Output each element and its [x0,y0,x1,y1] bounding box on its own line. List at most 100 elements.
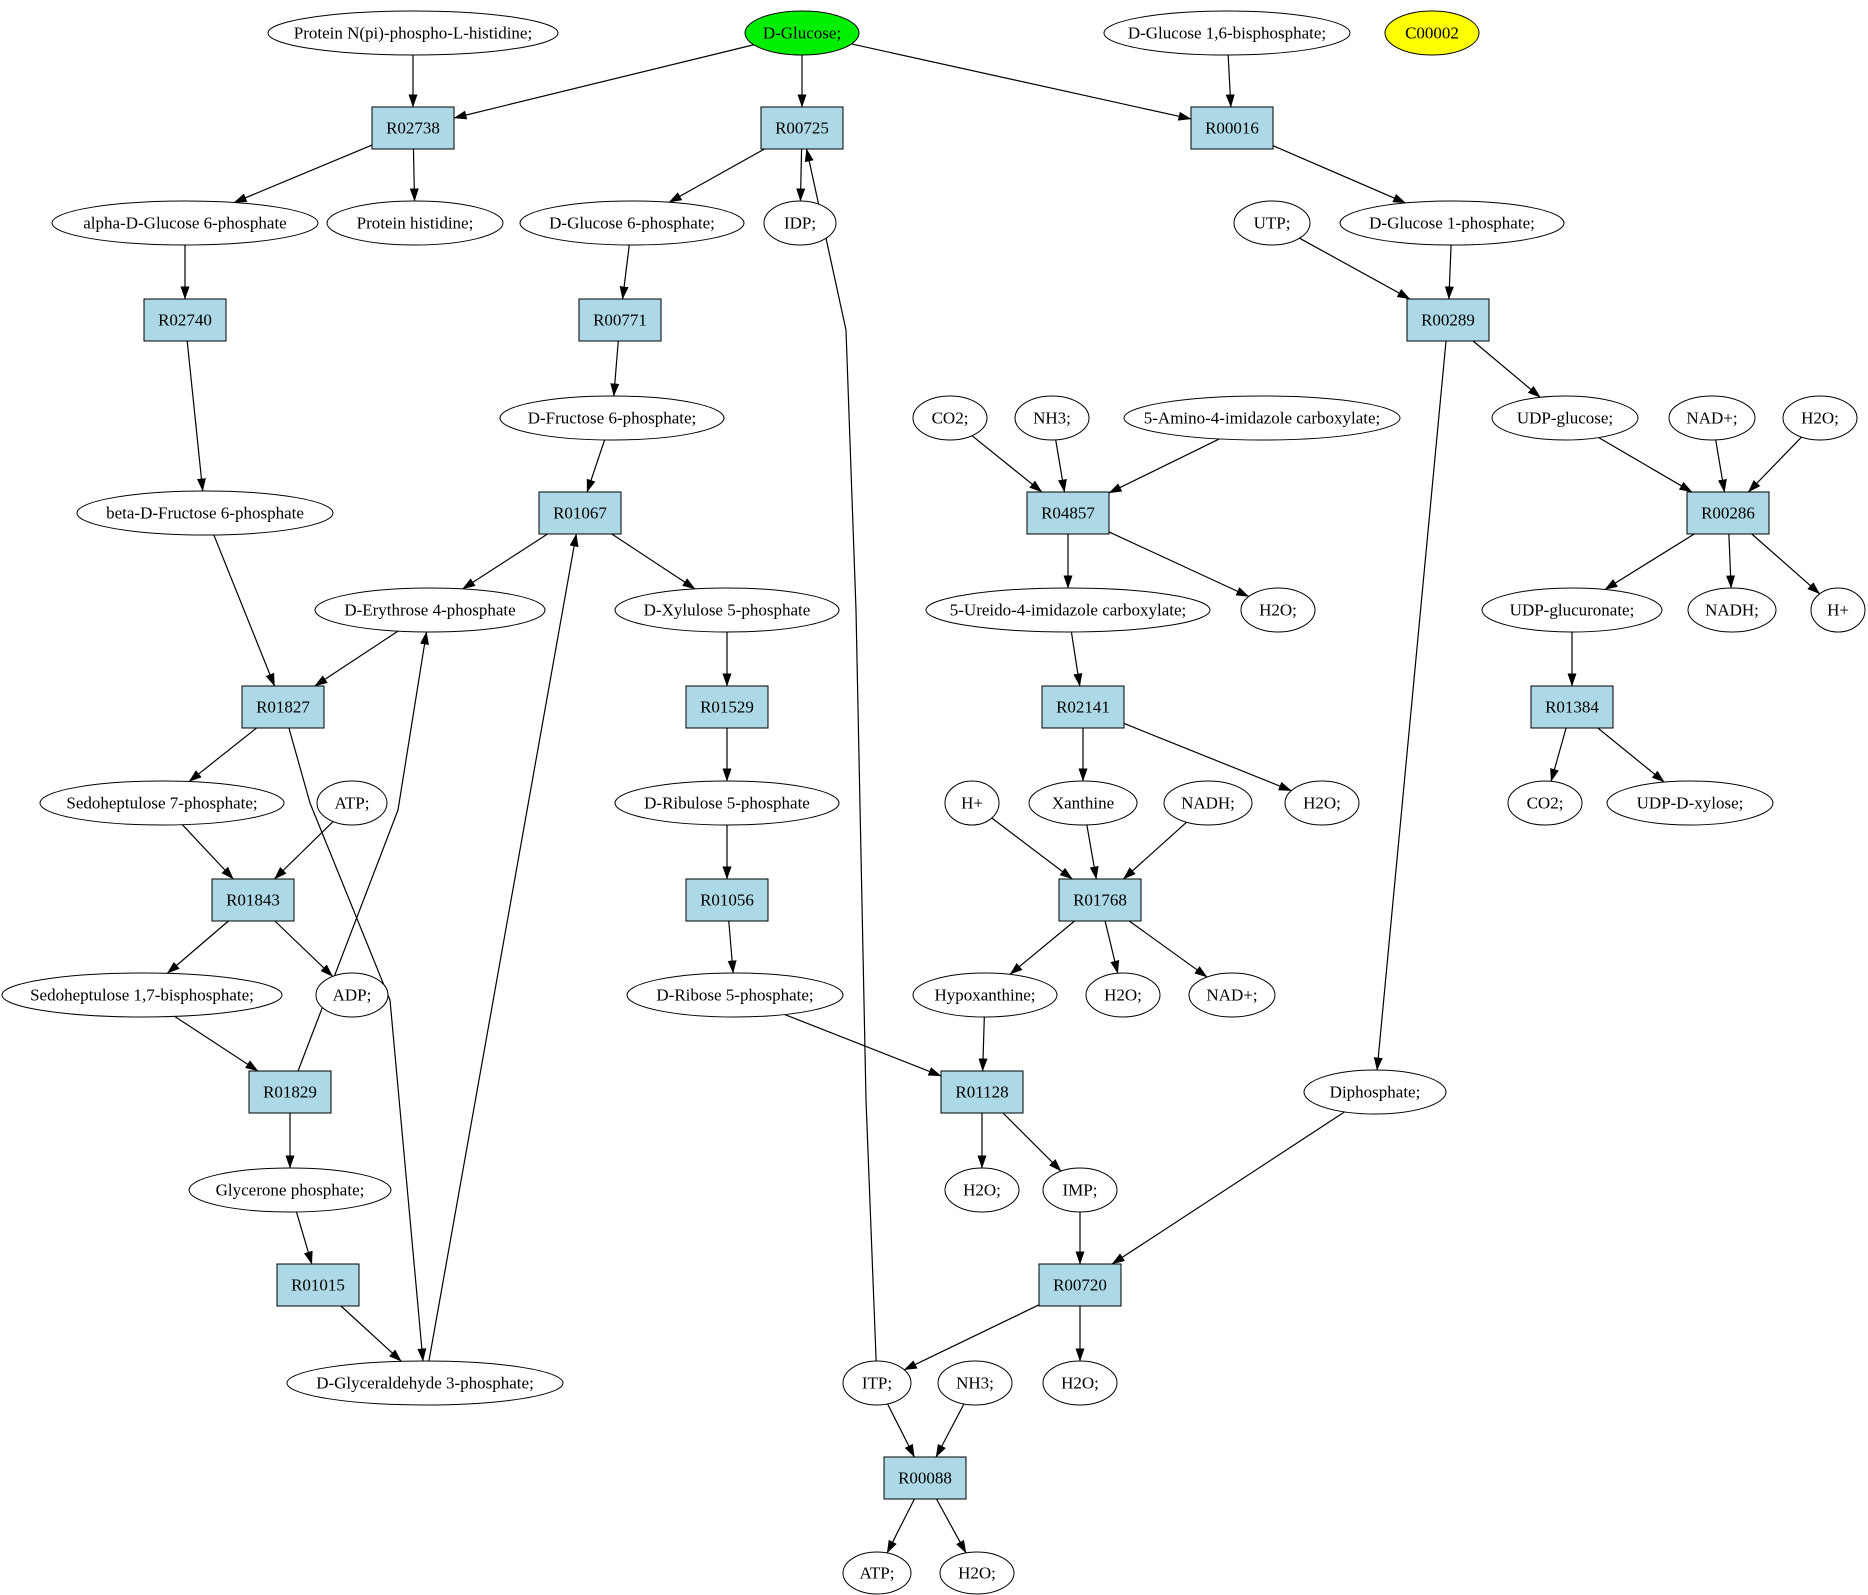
compound-node-h2o_d: H2O; [1085,972,1161,1018]
reaction-box [1026,491,1110,535]
edge-r01768-to-hypoxanthine [1009,920,1075,975]
reaction-box [883,1456,967,1500]
edge-udp_glucose-to-r00286 [1598,437,1693,493]
reaction-node-r02740: R02740 [143,298,227,342]
compound-ellipse [314,587,546,633]
compound-node-nad_b: NAD+; [1188,972,1276,1018]
node-label: R04857 [1041,504,1095,523]
compound-node-g1p: D-Glucose 1-phosphate; [1339,200,1565,246]
node-label: R00289 [1421,311,1475,330]
compound-node-nh3_a: NH3; [1014,395,1090,441]
edge-r00016-to-g1p [1272,145,1407,204]
node-label: H+ [1827,601,1849,620]
node-label: H2O; [1061,1374,1099,1393]
reaction-box [1058,878,1142,922]
compound-node-h2o_g: H2O; [939,1551,1015,1595]
compound-ellipse [286,1360,564,1406]
reaction-box [578,298,662,342]
edge-f6p-to-r01067 [586,439,606,493]
reaction-node-r02738: R02738 [371,106,455,150]
reaction-node-r00720: R00720 [1038,1263,1122,1307]
node-label: NH3; [956,1374,994,1393]
node-label: D-Xylulose 5-phosphate [644,601,811,620]
node-label: IDP; [784,214,816,233]
node-label: alpha-D-Glucose 6-phosphate [83,214,286,233]
edge-r00771-to-f6p [610,340,620,397]
nodes-layer: Protein N(pi)-phospho-L-histidine;D-Gluc… [1,10,1866,1595]
reaction-node-r01056: R01056 [685,878,769,922]
compound-node-xanthine: Xanthine [1028,780,1138,826]
edge-g1p-to-r00289 [1444,244,1454,300]
node-label: D-Ribulose 5-phosphate [644,794,810,813]
node-label: R00771 [593,311,647,330]
reaction-node-r01015: R01015 [276,1263,360,1307]
edge-s7p-to-r01843 [181,824,234,880]
node-label: Sedoheptulose 7-phosphate; [66,794,257,813]
edge-nh3_b-to-r00088 [935,1403,965,1458]
node-label: D-Ribose 5-phosphate; [656,986,813,1005]
node-label: H2O; [1303,794,1341,813]
edge-s17bp-to-r01829 [174,1015,259,1072]
edge-utp-to-r00289 [1299,237,1411,300]
edge-r01384-to-udp_d_xylose [1597,727,1665,783]
compound-node-adp: ADP; [315,972,389,1018]
node-label: NADH; [1181,794,1235,813]
compound-node-h2o_e: H2O; [944,1167,1020,1213]
compound-node-d_glucose_16bp: D-Glucose 1,6-bisphosphate; [1103,10,1351,56]
node-label: H2O; [1104,986,1142,1005]
node-label: NADH; [1705,601,1759,620]
compound-node-imp: IMP; [1042,1167,1118,1213]
compound-node-utp: UTP; [1233,200,1311,246]
compound-ellipse [1339,200,1565,246]
edge-itp-to-r00725 [804,148,877,1362]
node-label: CO2; [932,409,969,428]
edge-r01067-to-e4p [462,533,548,590]
node-label: D-Erythrose 4-phosphate [344,601,515,620]
edge-r01843-to-adp [274,920,334,977]
compound-node-r5p: D-Ribose 5-phosphate; [626,972,844,1018]
compound-ellipse [1163,780,1253,826]
node-label: CO2; [1527,794,1564,813]
compound-ellipse [937,1360,1013,1406]
compound-node-gap: D-Glyceraldehyde 3-phosphate; [286,1360,564,1406]
compound-node-idp: IDP; [763,200,837,246]
reaction-box [685,685,769,729]
edge-r02738-to-protein_histidine [409,148,419,202]
compound-ellipse [744,10,860,56]
compound-node-d_glucose: D-Glucose; [744,10,860,56]
compound-ellipse [1042,1167,1118,1213]
reaction-box [685,878,769,922]
compound-ellipse [1384,10,1480,56]
edge-r04857-to-h2o_b [1108,531,1250,598]
node-label: R00725 [775,119,829,138]
compound-ellipse [763,200,837,246]
node-label: R01829 [263,1083,317,1102]
compound-ellipse [912,395,988,441]
reaction-box [276,1263,360,1307]
reaction-box [143,298,227,342]
edge-nh3_a-to-r04857 [1055,439,1067,493]
compound-ellipse [76,490,334,536]
compound-ellipse [1085,972,1161,1018]
node-label: C00002 [1405,24,1459,43]
compound-ellipse [1188,972,1276,1018]
compound-ellipse [925,587,1211,633]
node-label: NAD+; [1686,409,1737,428]
compound-node-glycerone_p: Glycerone phosphate; [188,1167,392,1213]
reaction-box [760,106,844,150]
compound-node-ru5p: D-Ribulose 5-phosphate [614,780,840,826]
edge-d_glucose-to-r02738 [453,44,754,120]
compound-ellipse [944,1167,1020,1213]
compound-ellipse [1481,587,1663,633]
compound-ellipse [316,780,388,826]
edge-d_glucose_16bp-to-r00016 [1225,54,1235,108]
reaction-box [248,1070,332,1114]
node-label: UDP-D-xylose; [1637,794,1744,813]
compound-node-h2o_a: H2O; [1782,395,1858,441]
reaction-box [371,106,455,150]
node-label: R00720 [1053,1276,1107,1295]
node-label: IMP; [1063,1181,1098,1200]
edge-r00289-to-diphosphate [1373,340,1447,1071]
edge-r00286-to-hplus_b [1751,533,1821,595]
node-label: Xanthine [1052,794,1114,813]
